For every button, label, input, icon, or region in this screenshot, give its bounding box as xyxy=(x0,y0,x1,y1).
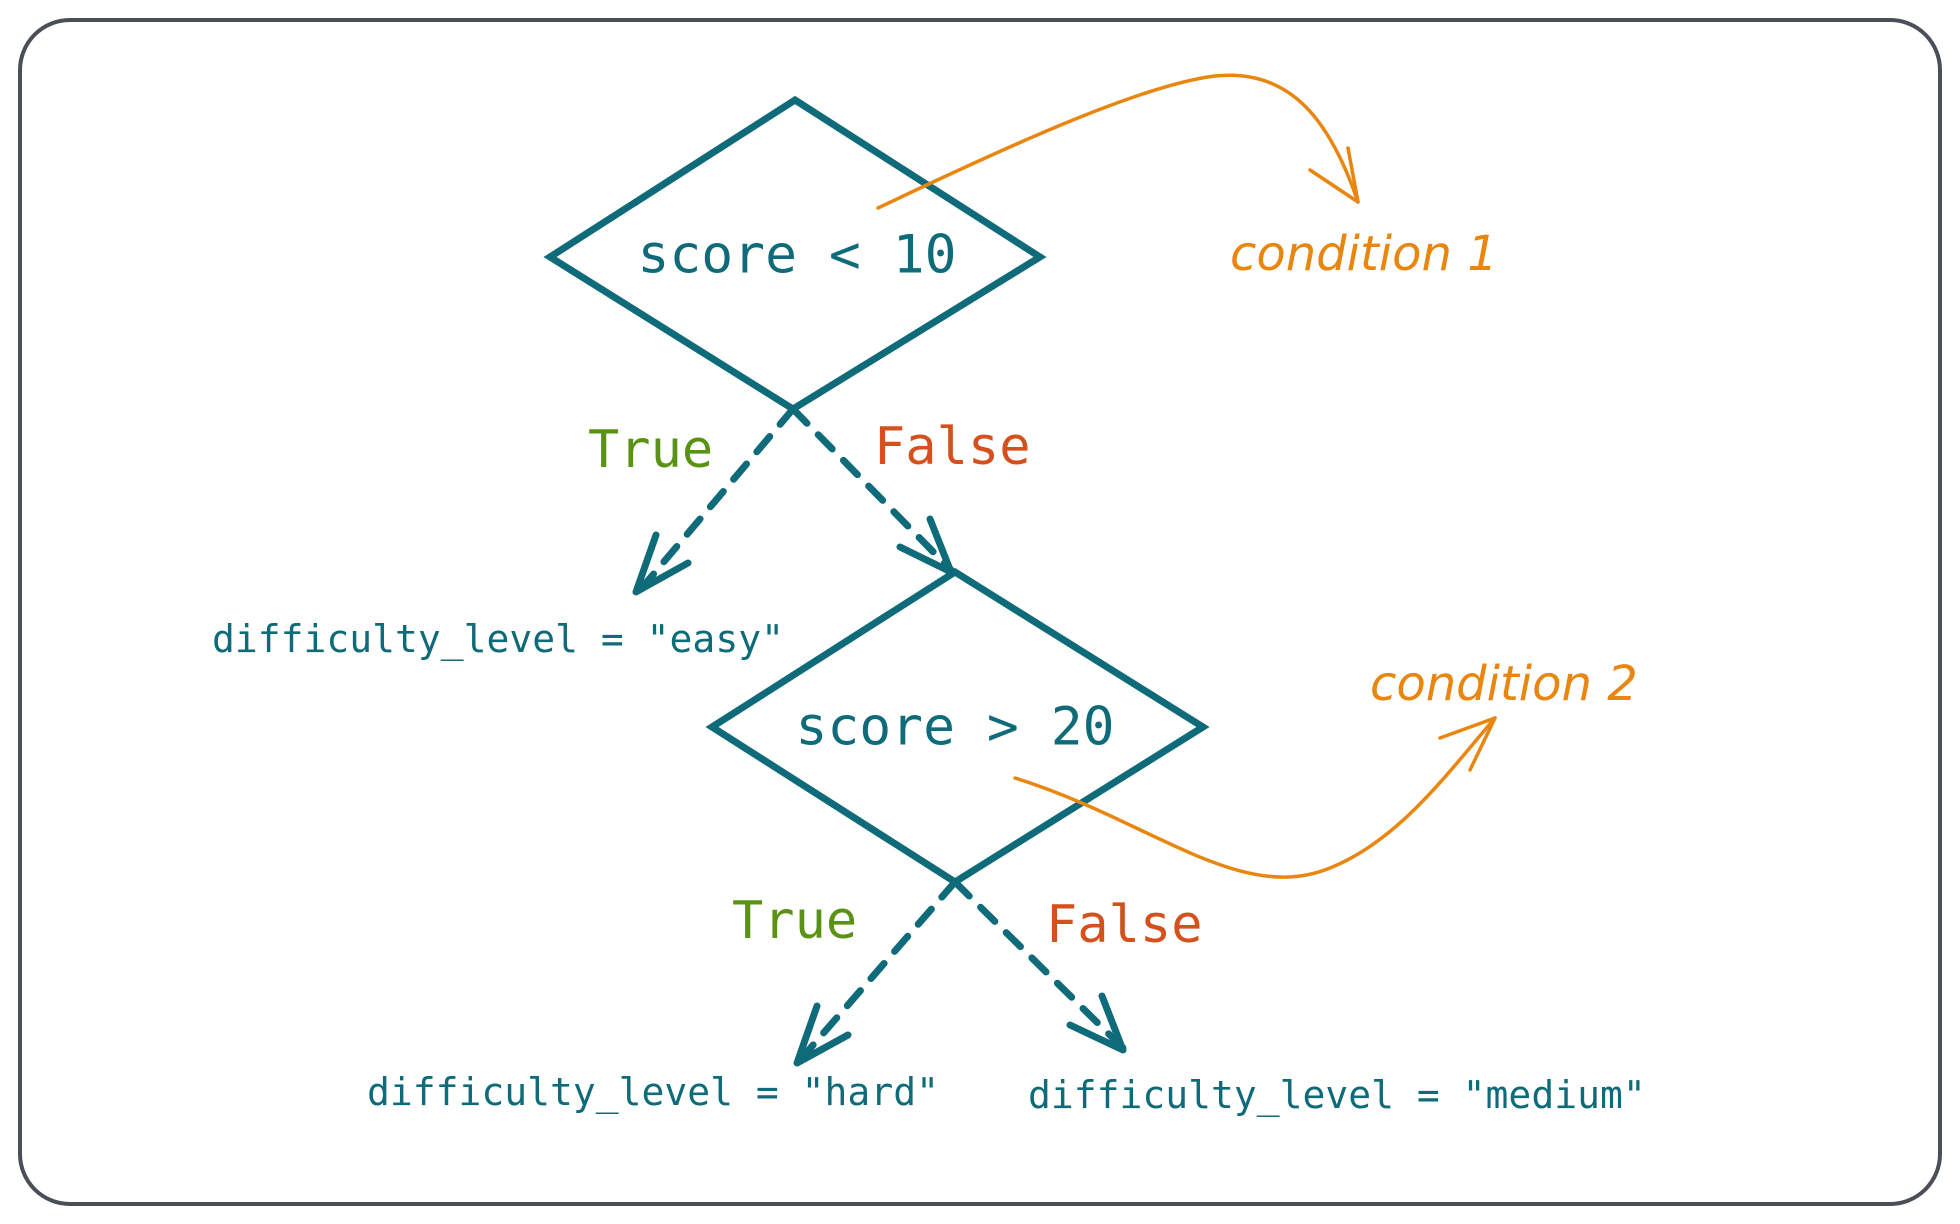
annotation-condition-1: condition 1 xyxy=(1230,226,1498,282)
outcome-medium: difficulty_level = "medium" xyxy=(1028,1073,1646,1118)
edge-true-2 xyxy=(796,878,959,1064)
outcome-easy: difficulty_level = "easy" xyxy=(212,617,784,662)
frame xyxy=(18,18,1942,1206)
arrowhead-false-1 xyxy=(896,515,955,576)
edge-true-1 xyxy=(636,405,797,594)
decision-text-2: score > 20 xyxy=(795,697,1114,758)
edge-false-1 xyxy=(789,405,955,574)
false-label-2: False xyxy=(1046,895,1203,955)
decision-text-1: score < 10 xyxy=(637,225,956,286)
annotation-condition-2: condition 2 xyxy=(1370,656,1638,712)
annotation-curve-2 xyxy=(1013,716,1497,879)
arrowhead-false-2 xyxy=(1066,992,1127,1054)
annotation-arrowhead-2 xyxy=(1438,716,1497,772)
true-label-1: True xyxy=(588,420,713,480)
true-label-2: True xyxy=(732,891,857,951)
annotation-arrowhead-1 xyxy=(1308,146,1360,204)
false-label-1: False xyxy=(874,417,1031,477)
annotation-curve-1 xyxy=(876,73,1360,210)
outcome-hard: difficulty_level = "hard" xyxy=(367,1070,939,1115)
edge-false-2 xyxy=(951,878,1127,1052)
arrowhead-true-1 xyxy=(632,531,692,596)
arrowhead-true-2 xyxy=(793,1002,852,1067)
